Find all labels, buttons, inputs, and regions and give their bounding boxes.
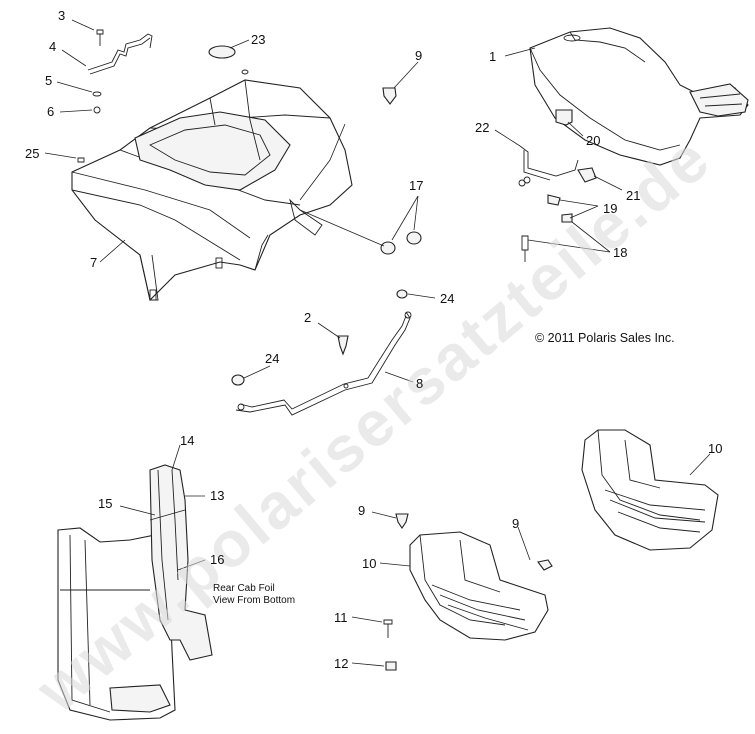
callout-4: 4 <box>49 39 56 54</box>
copyright-text: © 2011 Polaris Sales Inc. <box>535 331 675 345</box>
callout-7: 7 <box>90 255 97 270</box>
callout-5: 5 <box>45 73 52 88</box>
callout-13: 13 <box>210 488 224 503</box>
callout-19: 19 <box>603 201 617 216</box>
footwell-hardware <box>383 513 553 671</box>
callout-9-upper: 9 <box>415 48 422 63</box>
callout-15: 15 <box>98 496 112 511</box>
callout-3: 3 <box>58 8 65 23</box>
callout-8: 8 <box>416 376 423 391</box>
callout-22: 22 <box>475 120 489 135</box>
callout-9-left: 9 <box>358 503 365 518</box>
callout-10-right: 10 <box>708 441 722 456</box>
callout-20: 20 <box>586 133 600 148</box>
callout-23: 23 <box>251 32 265 47</box>
callout-6: 6 <box>47 104 54 119</box>
callout-24-lower: 24 <box>265 351 279 366</box>
view-note-line1: Rear Cab Foil <box>213 583 275 594</box>
callout-14: 14 <box>180 433 194 448</box>
callout-18: 18 <box>613 245 627 260</box>
support-rod-part <box>235 311 412 416</box>
callout-17: 17 <box>409 178 423 193</box>
view-note-line2: View From Bottom <box>213 595 295 606</box>
callout-10-left: 10 <box>362 556 376 571</box>
footwell-right-part <box>581 429 719 551</box>
seat-part <box>529 27 749 166</box>
leader-lines <box>44 19 711 667</box>
rear-cab-foil-part <box>57 464 213 721</box>
rear-cab-part <box>71 79 353 302</box>
callout-9-right: 9 <box>512 516 519 531</box>
small-hardware <box>77 29 422 386</box>
callout-2: 2 <box>304 310 311 325</box>
callout-labels: 3 4 5 6 25 7 23 9 1 22 20 21 19 18 17 24… <box>25 8 722 671</box>
callout-11: 11 <box>334 610 348 625</box>
callout-25: 25 <box>25 146 39 161</box>
callout-12: 12 <box>334 656 348 671</box>
callout-1: 1 <box>489 49 496 64</box>
seat-latch-parts <box>518 145 597 262</box>
callout-24-upper: 24 <box>440 291 454 306</box>
seat-bumper-part <box>555 109 573 126</box>
footwell-left-part <box>409 531 549 641</box>
callout-21: 21 <box>626 188 640 203</box>
callout-16: 16 <box>210 552 224 567</box>
